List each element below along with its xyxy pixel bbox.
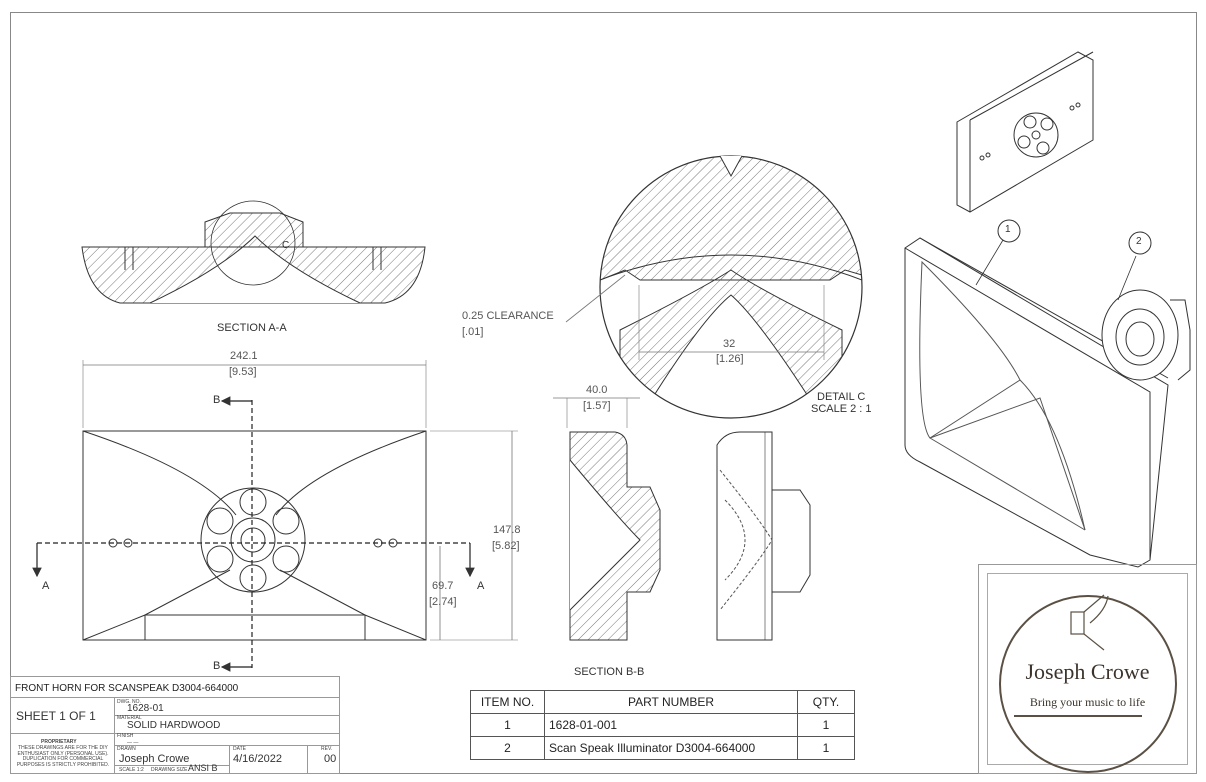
section-aa-label: SECTION A-A — [217, 322, 287, 334]
detail-c-label: DETAIL C — [817, 391, 866, 403]
date-label: DATE — [233, 746, 246, 752]
balloon-1-label: 1 — [1005, 224, 1011, 235]
bom-header-row: ITEM NO. PART NUMBER QTY. — [470, 690, 855, 714]
proprietary-text: THESE DRAWINGS ARE FOR THE DIY ENTHUSIAS… — [16, 745, 110, 768]
balloon-2-label: 2 — [1136, 236, 1142, 247]
date: 4/16/2022 — [233, 753, 282, 765]
section-bb-view — [553, 397, 661, 641]
logo-panel: Joseph Crowe Bring your music to life — [978, 564, 1197, 774]
iso-horn-assembly — [904, 219, 1191, 568]
drawn-label: DRAWN — [117, 746, 136, 752]
dim-clearance-in: [.01] — [462, 326, 484, 338]
logo-circle — [999, 595, 1177, 773]
section-arrow-a-left: A — [42, 580, 50, 592]
drawn-by: Joseph Crowe — [119, 753, 190, 765]
dim-depth-in: [1.57] — [583, 400, 611, 412]
dim-height-mm: 147.8 — [493, 524, 521, 536]
section-arrow-b-top: B — [213, 394, 221, 406]
scale: SCALE 1:2 — [119, 767, 144, 773]
logo-name: Joseph Crowe — [1025, 659, 1150, 684]
rev: 00 — [324, 753, 337, 765]
dim-width-mm: 242.1 — [230, 350, 258, 362]
sheet-label: SHEET 1 OF 1 — [16, 709, 96, 723]
dim-clearance-mm: 0.25 CLEARANCE — [462, 310, 554, 322]
bom-header-qty: QTY. — [797, 690, 855, 714]
bom-cell-qty: 1 — [797, 736, 855, 760]
bom-cell-part: Scan Speak Illuminator D3004-664000 — [544, 736, 798, 760]
side-view — [716, 431, 811, 641]
size-label: DRAWING SIZE — [151, 767, 188, 773]
bill-of-materials: ITEM NO. PART NUMBER QTY. 1 1628-01-001 … — [470, 690, 855, 760]
finish-label: FINISH — [117, 733, 134, 739]
dim-throat-in: [1.26] — [716, 353, 744, 365]
proprietary-label: PROPRIETARY — [41, 739, 77, 745]
dwg-no: 1628-01 — [127, 703, 164, 714]
detail-c-scale: SCALE 2 : 1 — [811, 403, 872, 415]
dim-offset-in: [2.74] — [429, 596, 457, 608]
dwg-no-label: DWG. NO. — [117, 699, 141, 705]
drawing-title: FRONT HORN FOR SCANSPEAK D3004-664000 — [15, 683, 239, 694]
bom-header-part: PART NUMBER — [544, 690, 798, 714]
section-bb-label: SECTION B-B — [574, 666, 645, 678]
logo-tagline: Bring your music to life — [1029, 695, 1146, 709]
drawing-border — [10, 12, 1197, 774]
bom-header-item: ITEM NO. — [470, 690, 545, 714]
section-aa-view — [81, 200, 426, 304]
table-row: 1 1628-01-001 1 — [470, 713, 855, 737]
bom-cell-part: 1628-01-001 — [544, 713, 798, 737]
section-arrow-b-bottom: B — [213, 660, 221, 672]
dim-offset-mm: 69.7 — [432, 580, 454, 592]
material: SOLID HARDWOOD — [127, 720, 221, 731]
dim-throat-mm: 32 — [723, 338, 736, 350]
table-row: 2 Scan Speak Illuminator D3004-664000 1 — [470, 736, 855, 760]
bom-cell-qty: 1 — [797, 713, 855, 737]
dim-height-in: [5.82] — [492, 540, 520, 552]
detail-c-marker: C — [282, 240, 290, 251]
finish: — — — [127, 740, 139, 746]
bom-cell-item: 1 — [470, 713, 545, 737]
dim-depth-mm: 40.0 — [586, 384, 608, 396]
rev-label: REV. — [321, 746, 333, 752]
size: ANSI B — [188, 763, 218, 773]
section-arrow-a-right: A — [477, 580, 485, 592]
front-view — [32, 360, 518, 672]
material-label: MATERIAL — [117, 715, 142, 721]
dim-width-in: [9.53] — [229, 366, 257, 378]
detail-c-view — [565, 155, 863, 419]
title-block: FRONT HORN FOR SCANSPEAK D3004-664000 SH… — [10, 676, 340, 774]
iso-driver-plate — [956, 51, 1094, 213]
bom-cell-item: 2 — [470, 736, 545, 760]
